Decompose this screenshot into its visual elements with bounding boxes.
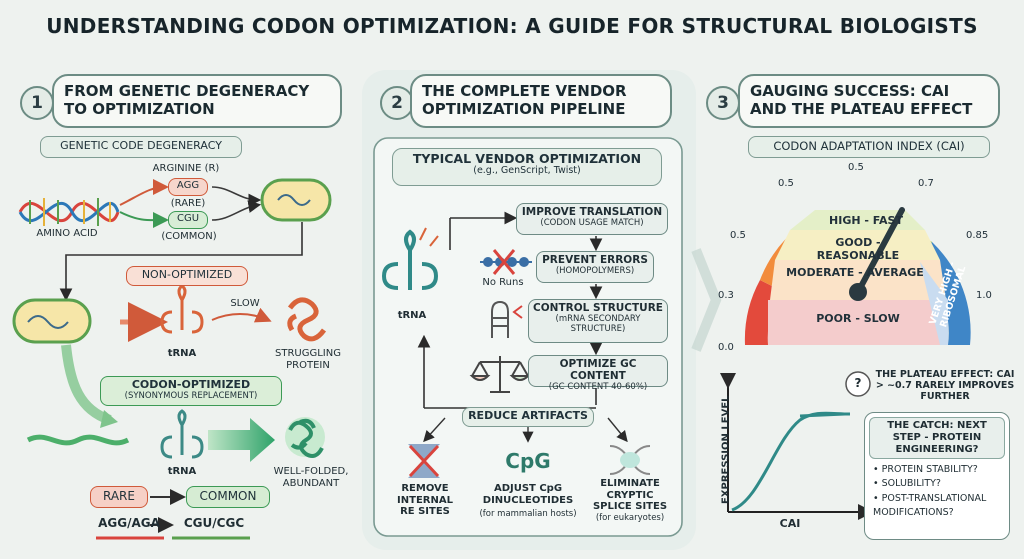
cai-title: CODON ADAPTATION INDEX (CAI) bbox=[748, 136, 990, 158]
non-optimized-label: NON-OPTIMIZED bbox=[126, 266, 248, 286]
cell-icon bbox=[260, 178, 332, 222]
catch-item: • SOLUBILITY? bbox=[873, 478, 941, 490]
y-axis-label: EXPRESSION LEVEL bbox=[720, 395, 732, 505]
no-runs-label: No Runs bbox=[482, 277, 524, 288]
section-1-number: 1 bbox=[20, 86, 54, 120]
catch-title: THE CATCH: NEXT STEP - PROTEIN ENGINEERI… bbox=[869, 417, 1005, 459]
artifact-splice: ELIMINATE CRYPTIC SPLICE SITES bbox=[592, 478, 668, 512]
artifact-splice-note: (for eukaryotes) bbox=[595, 513, 665, 523]
amino-acid-label: AMINO ACID bbox=[36, 228, 98, 239]
step-sub: (HOMOPOLYMERS) bbox=[555, 266, 635, 276]
gc-scale-icon bbox=[469, 356, 531, 393]
step-sub: (mRNA SECONDARY STRUCTURE) bbox=[555, 314, 641, 334]
catch-item: • POST-TRANSLATIONAL MODIFICATIONS? bbox=[873, 492, 987, 518]
rare-box: RARE bbox=[90, 486, 148, 508]
cai-gauge bbox=[744, 207, 971, 345]
step-sub: (GC CONTENT 40-60%) bbox=[548, 382, 648, 392]
gauge-tick: 0.3 bbox=[718, 290, 734, 301]
catch-item: • PROTEIN STABILITY? bbox=[873, 464, 978, 475]
question-mark: ? bbox=[854, 376, 862, 390]
hairpin-icon bbox=[491, 300, 523, 338]
dna-helix-icon bbox=[18, 198, 120, 226]
struggling-protein-label: STRUGGLING PROTEIN bbox=[275, 348, 341, 371]
band-moderate: MODERATE - AVERAGE bbox=[786, 266, 924, 279]
section-2-number: 2 bbox=[380, 86, 414, 120]
section-1-heading: FROM GENETIC DEGENERACY TO OPTIMIZATION bbox=[52, 74, 342, 128]
step-title: OPTIMIZE GC CONTENT bbox=[559, 358, 637, 382]
codon-optimized-label: CODON-OPTIMIZED bbox=[131, 378, 251, 391]
section-3-number: 3 bbox=[706, 86, 740, 120]
gauge-tick: 0.85 bbox=[966, 230, 989, 241]
arginine-label: ARGININE (R) bbox=[152, 163, 220, 174]
trna-label-2: tRNA bbox=[167, 466, 197, 477]
common-box: COMMON bbox=[186, 486, 270, 508]
no-runs-icon bbox=[480, 249, 532, 275]
struggling-protein-icon bbox=[287, 297, 327, 342]
gauge-tick: 0.5 bbox=[730, 230, 746, 241]
gauge-tick: 1.0 bbox=[976, 290, 992, 301]
artifact-cpg-note: (for mammalian hosts) bbox=[479, 509, 577, 519]
band-high: HIGH - FAST bbox=[829, 214, 903, 227]
section-3-heading: GAUGING SUCCESS: CAI AND THE PLATEAU EFF… bbox=[738, 74, 1000, 128]
rare-label: (RARE) bbox=[170, 198, 206, 209]
splice-site-icon bbox=[609, 445, 651, 475]
artifact-re-sites: REMOVE INTERNAL RE SITES bbox=[397, 483, 453, 517]
page-title: UNDERSTANDING CODON OPTIMIZATION: A GUID… bbox=[46, 14, 978, 38]
cgu-cgc-label: CGU/CGC bbox=[183, 516, 245, 530]
step-optimize-gc: OPTIMIZE GC CONTENT (GC CONTENT 40-60%) bbox=[528, 355, 668, 392]
step-title: CONTROL STRUCTURE bbox=[533, 302, 663, 314]
step-improve-translation: IMPROVE TRANSLATION (CODON USAGE MATCH) bbox=[516, 203, 668, 235]
x-axis-label: CAI bbox=[779, 517, 801, 530]
reduce-artifacts-label: REDUCE ARTIFACTS bbox=[462, 407, 594, 427]
typical-vendor-sub: (e.g., GenScript, Twist) bbox=[473, 165, 581, 177]
trna-icon-green bbox=[160, 409, 204, 459]
cpg-icon: CpG bbox=[505, 449, 551, 473]
synonymous-label: (SYNONYMOUS REPLACEMENT) bbox=[124, 390, 258, 401]
cgu-codon: CGU bbox=[168, 211, 208, 229]
step-control-structure: CONTROL STRUCTURE (mRNA SECONDARY STRUCT… bbox=[528, 299, 668, 343]
gauge-tick: 0.5 bbox=[848, 162, 864, 173]
agg-codon: AGG bbox=[168, 178, 208, 196]
trna-label-pipeline: tRNA bbox=[397, 310, 427, 321]
trna-icon-red bbox=[160, 284, 204, 334]
gauge-tick: 0.5 bbox=[778, 178, 794, 189]
step-prevent-errors: PREVENT ERRORS (HOMOPOLYMERS) bbox=[536, 251, 654, 283]
plateau-text: THE PLATEAU EFFECT: CAI > ~0.7 RARELY IM… bbox=[875, 369, 1015, 402]
degeneracy-label: GENETIC CODE DEGENERACY bbox=[40, 136, 242, 158]
plateau-chart bbox=[720, 373, 874, 520]
step-title: PREVENT ERRORS bbox=[542, 254, 648, 266]
agg-aga-label: AGG/AGA bbox=[98, 516, 160, 530]
gauge-tick: 0.7 bbox=[918, 178, 934, 189]
band-poor: POOR - SLOW bbox=[816, 312, 900, 325]
re-site-icon bbox=[408, 444, 440, 478]
question-icon bbox=[845, 371, 871, 397]
catch-list: • PROTEIN STABILITY? • SOLUBILITY? • POS… bbox=[865, 459, 1009, 524]
artifact-cpg: ADJUST CpG DINUCLEOTIDES bbox=[482, 483, 574, 506]
typical-vendor-title: TYPICAL VENDOR OPTIMIZATION bbox=[412, 151, 642, 166]
catch-box: THE CATCH: NEXT STEP - PROTEIN ENGINEERI… bbox=[864, 412, 1010, 540]
common-label: (COMMON) bbox=[161, 231, 217, 242]
cell-icon-left bbox=[12, 298, 92, 344]
section-2-heading: THE COMPLETE VENDOR OPTIMIZATION PIPELIN… bbox=[410, 74, 672, 128]
trna-label-1: tRNA bbox=[167, 348, 197, 359]
folded-protein-icon bbox=[285, 417, 325, 458]
gauge-tick: 0.0 bbox=[718, 342, 734, 353]
typical-vendor-box: TYPICAL VENDOR OPTIMIZATION (e.g., GenSc… bbox=[392, 148, 662, 186]
band-good: GOOD - REASONABLE bbox=[816, 236, 900, 262]
step-title: IMPROVE TRANSLATION bbox=[521, 206, 663, 218]
slow-label: SLOW bbox=[230, 298, 260, 309]
codon-optimized-box: CODON-OPTIMIZED (SYNONYMOUS REPLACEMENT) bbox=[100, 376, 282, 406]
well-folded-label: WELL-FOLDED, ABUNDANT bbox=[273, 466, 349, 489]
step-sub: (CODON USAGE MATCH) bbox=[540, 218, 644, 228]
trna-icon-teal bbox=[381, 229, 439, 290]
